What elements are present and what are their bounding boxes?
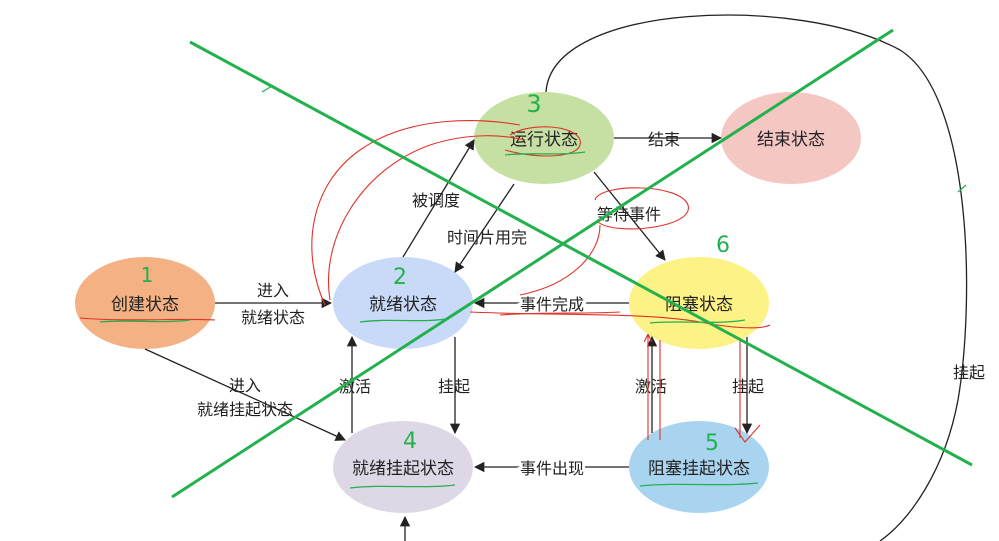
node-blocked-suspended-label: 阻塞挂起状态	[648, 459, 750, 479]
edge-finish-label: 结束	[648, 130, 680, 149]
red-loop-2	[328, 135, 526, 301]
node-end: 结束状态	[721, 92, 861, 184]
node-end-label: 结束状态	[757, 130, 825, 150]
node-running: 运行状态	[474, 92, 614, 184]
edge-dispatched-label: 被调度	[412, 191, 460, 210]
node-ready-suspended: 就绪挂起状态	[333, 421, 473, 513]
red-scribbles	[79, 120, 771, 443]
edge-create-ready-label-1: 进入	[257, 281, 289, 300]
edge-create-ready-suspended	[144, 348, 346, 441]
edge-event-occurs-label: 事件出现	[520, 459, 584, 478]
edge-suspend-left-label: 挂起	[438, 377, 470, 396]
annotation-number-6: 6	[716, 233, 730, 258]
edge-timeslice-label: 时间片用完	[447, 228, 527, 247]
node-ready-suspended-label: 就绪挂起状态	[352, 459, 454, 479]
green-underline-running	[504, 151, 586, 156]
edge-suspend-right-label: 挂起	[732, 377, 764, 396]
node-running-shape	[474, 92, 614, 184]
annotation-number-2: 2	[393, 265, 407, 290]
node-create-shape	[75, 257, 215, 349]
annotation-number-4: 4	[403, 429, 417, 454]
node-blocked-suspended-shape	[629, 421, 769, 513]
green-underline-blocked	[649, 319, 746, 324]
node-ready-label: 就绪状态	[369, 295, 437, 315]
edge-create-rs-label-1: 进入	[229, 376, 261, 395]
cross-line-2	[171, 28, 894, 499]
edge-running-ready	[454, 183, 515, 273]
green-cross-out	[171, 28, 973, 499]
red-check	[734, 424, 761, 443]
edge-create-rs-label-2: 就绪挂起状态	[197, 400, 293, 419]
node-create-label: 创建状态	[111, 295, 179, 315]
red-underline-event-done	[499, 311, 621, 316]
annotation-number-5: 5	[705, 431, 719, 456]
annotation-number-3: 3	[526, 90, 541, 118]
node-end-shape	[721, 92, 861, 184]
node-ready-suspended-shape	[333, 421, 473, 513]
green-underline-rs	[349, 484, 456, 489]
red-under-create	[79, 317, 216, 321]
edge-activate-right-label: 激活	[635, 377, 667, 396]
node-blocked: 阻塞状态	[629, 257, 769, 349]
green-tick-right	[957, 184, 967, 193]
node-running-label: 运行状态	[510, 130, 578, 150]
red-loop	[311, 120, 521, 306]
node-blocked-suspended: 阻塞挂起状态	[629, 421, 769, 513]
cross-line-1	[189, 40, 973, 467]
edge-running-suspend-curve	[545, 14, 968, 541]
red-curve-upper	[519, 224, 601, 296]
node-blocked-label: 阻塞状态	[665, 295, 733, 315]
edge-ready-running	[402, 139, 475, 258]
red-circle-wait	[594, 187, 689, 230]
node-create: 创建状态	[75, 257, 215, 349]
edge-create-ready-label-2: 就绪状态	[241, 308, 305, 327]
green-underline-ready	[359, 318, 446, 323]
annotation-number-1: 1	[141, 263, 154, 287]
green-annotations: 1 2 3 4 5 6	[99, 85, 967, 489]
red-circle-running	[504, 126, 581, 157]
edge-suspend-far-label: 挂起	[953, 363, 985, 382]
edge-event-done-label: 事件完成	[520, 295, 584, 314]
edge-activate-left-label: 激活	[339, 377, 371, 396]
edge-running-blocked	[593, 171, 666, 261]
green-underline-bs	[639, 482, 759, 487]
node-blocked-shape	[629, 257, 769, 349]
green-underline-create	[99, 319, 191, 323]
